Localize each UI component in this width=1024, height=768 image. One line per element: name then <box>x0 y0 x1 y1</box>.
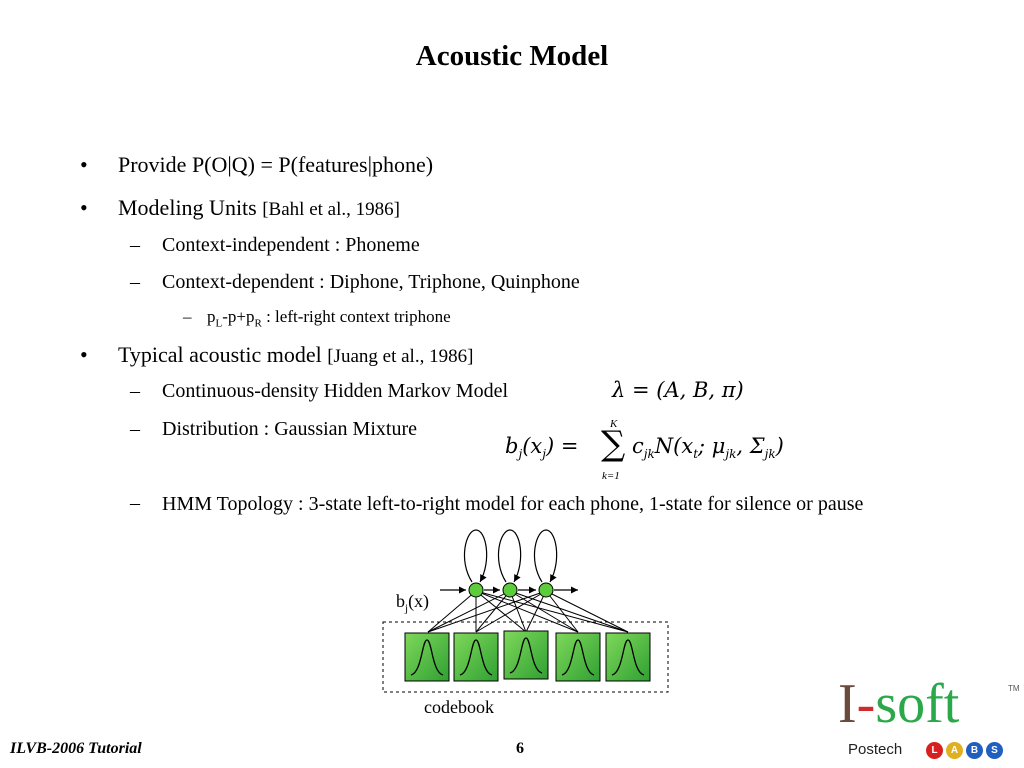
self-loop-1 <box>463 529 488 583</box>
sum-lower: k=1 <box>602 470 620 482</box>
dash-marker: – <box>130 234 140 256</box>
codeword-4 <box>555 632 601 682</box>
dash-marker: – <box>130 380 140 402</box>
codeword-2 <box>453 632 499 682</box>
citation: [Bahl et al., 1986] <box>262 199 400 220</box>
subsubbullet-text: pL-p+pR : left-right context triphone <box>207 307 451 330</box>
codebook-label: codebook <box>424 697 494 717</box>
labs-badge-s: S <box>986 742 1003 759</box>
page-number: 6 <box>516 740 524 757</box>
gmm-formula: bj(xj) = K ∑ k=1 cjkN(xt; μjk, Σjk) <box>505 418 784 482</box>
bullet-text-wrapper: Typical acoustic model [Juang et al., 19… <box>118 342 473 368</box>
bullet-text: Typical acoustic model <box>118 342 328 367</box>
sum-sign: ∑ <box>601 424 626 464</box>
dash-marker: – <box>130 271 140 293</box>
bullet-marker: • <box>80 152 88 177</box>
self-loop-3 <box>533 529 558 583</box>
slide-title: Acoustic Model <box>415 40 609 72</box>
subbullet-text: Context-independent : Phoneme <box>162 234 420 256</box>
bj-label: bj(x) <box>396 591 430 615</box>
labs-badge-b: B <box>966 742 983 759</box>
dash-marker: – <box>130 418 140 440</box>
isoft-logo: I-soft TM Postech L A B S <box>838 673 1020 759</box>
bullet-text: Modeling Units <box>118 195 263 220</box>
hmm-state-2 <box>502 582 518 598</box>
hmm-formula: λ = (A, B, π) <box>612 378 744 402</box>
codeword-3 <box>503 630 549 680</box>
subbullet-hmm-topology-text: HMM Topology : 3-state left-to-right mod… <box>162 493 864 515</box>
sum-upper: K <box>610 418 618 430</box>
bullet-text-wrapper: Modeling Units [Bahl et al., 1986] <box>118 195 400 221</box>
dash-marker: – <box>130 492 140 514</box>
subbullet-text: Continuous-density Hidden Markov Model <box>162 380 509 402</box>
self-loop-2 <box>497 529 522 583</box>
labs-badge-a: A <box>946 742 963 759</box>
bullet-marker: • <box>80 342 88 367</box>
codeword-1 <box>404 632 450 682</box>
hmm-state-3 <box>538 582 554 598</box>
dash-marker: – <box>183 307 192 326</box>
hmm-state-1 <box>468 582 484 598</box>
bullet-text: Provide P(O|Q) = P(features|phone) <box>118 152 434 177</box>
subbullet-text: Context-dependent : Diphone, Triphone, Q… <box>162 271 580 293</box>
citation: [Juang et al., 1986] <box>327 346 474 367</box>
mixture-links <box>427 590 629 633</box>
labs-badge-l: L <box>926 742 943 759</box>
logo-subtitle: Postech <box>848 741 903 758</box>
subbullet-text: Distribution : Gaussian Mixture <box>162 418 417 440</box>
trademark: TM <box>1008 684 1020 693</box>
bullet-marker: • <box>80 195 88 220</box>
codeword-5 <box>605 632 651 682</box>
labs-badges: L A B S <box>926 742 1003 759</box>
footer-event-label: ILVB-2006 Tutorial <box>10 740 142 757</box>
codebook-frame <box>382 621 669 693</box>
